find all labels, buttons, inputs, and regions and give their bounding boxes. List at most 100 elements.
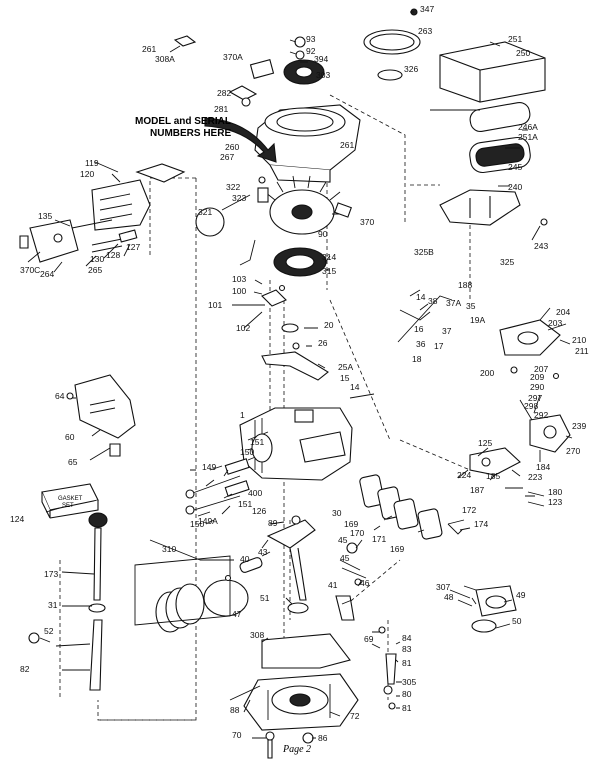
part-number-label: 127 — [126, 242, 140, 252]
part-number-label: 325B — [414, 247, 434, 257]
part-number-label: 150 — [190, 519, 204, 529]
part-number-label: 169 — [344, 519, 358, 529]
part-number-label: 88 — [230, 705, 240, 715]
part-number-label: 326 — [404, 64, 418, 74]
part-number-label: 370 — [360, 217, 374, 227]
parts-drawings — [19, 8, 571, 759]
part-number-label: 246A — [518, 122, 538, 132]
part-number-label: 124 — [10, 514, 24, 524]
part-number-label: 305 — [402, 677, 416, 687]
part-number-label: 35 — [466, 301, 476, 311]
part-number-label: 209 — [530, 372, 544, 382]
part-number-label: 150 — [240, 447, 254, 457]
part-number-label: 308A — [155, 54, 175, 64]
part-number-label: 282 — [217, 88, 231, 98]
part-number-label: 151 — [238, 499, 252, 509]
part-number-label: 38 — [428, 296, 438, 306]
part-number-label: 173 — [44, 569, 58, 579]
page-number: Page 2 — [282, 744, 311, 755]
part-number-label: 37 — [442, 326, 452, 336]
part-number-label: 394 — [314, 54, 328, 64]
part-number-label: 135 — [38, 211, 52, 221]
part-number-label: 123 — [548, 497, 562, 507]
model-serial-note-line2: NUMBERS HERE — [150, 128, 231, 139]
part-number-label: 265 — [88, 265, 102, 275]
part-number-label: 119 — [85, 158, 99, 168]
part-number-label: 14 — [416, 292, 426, 302]
part-number-label: 188 — [458, 280, 472, 290]
part-number-label: 250 — [516, 48, 530, 58]
part-number-label: 45 — [338, 535, 348, 545]
part-number-label: 64 — [55, 391, 65, 401]
part-number-label: 128 — [106, 250, 120, 260]
part-number-label: 267 — [220, 152, 234, 162]
part-number-label: 298 — [524, 401, 538, 411]
part-number-label: 174 — [474, 519, 488, 529]
part-number-label: 82 — [20, 664, 30, 674]
part-number-label: 130 — [90, 254, 104, 264]
part-number-label: 297 — [528, 393, 542, 403]
part-number-label: 37A — [446, 298, 461, 308]
part-number-label: 25A — [338, 362, 353, 372]
part-number-label: 36 — [416, 339, 426, 349]
part-number-label: 210 — [572, 335, 586, 345]
part-number-label: 264 — [40, 269, 54, 279]
part-number-label: 17 — [434, 341, 444, 351]
part-number-label: 75 — [0, 0, 10, 2]
part-number-label: 211 — [575, 346, 589, 356]
part-number-label: 40 — [240, 554, 250, 564]
part-number-label: 224 — [457, 470, 471, 480]
part-number-label: 169 — [390, 544, 404, 554]
part-number-label: 303 — [316, 70, 330, 80]
part-number-label: 171 — [372, 534, 386, 544]
part-number-label: 187 — [470, 485, 484, 495]
part-number-label: 101 — [208, 300, 222, 310]
part-number-label: 290 — [530, 382, 544, 392]
part-number-label: 120 — [80, 169, 94, 179]
part-number-label: 308 — [250, 630, 264, 640]
gasket-set-label-line2: SET — [62, 503, 74, 509]
part-number-label: 43 — [258, 547, 268, 557]
part-number-label: 92 — [306, 46, 316, 56]
part-number-label: 81 — [402, 703, 412, 713]
part-number-label: 1 — [240, 410, 245, 420]
part-number-label: 245 — [508, 162, 522, 172]
part-number-label: 19A — [470, 315, 485, 325]
part-number-label: 307 — [436, 582, 450, 592]
part-number-label: 60 — [65, 432, 75, 442]
part-number-label: 69 — [364, 634, 374, 644]
part-number-label: 50 — [512, 616, 522, 626]
part-number-label: 47 — [232, 609, 242, 619]
part-number-label: 26 — [318, 338, 328, 348]
part-number-label: 185 — [486, 471, 500, 481]
part-number-label: 322 — [226, 182, 240, 192]
part-number-label: 347 — [420, 4, 434, 14]
part-number-label: 261 — [142, 44, 156, 54]
part-number-label: 243 — [534, 241, 548, 251]
part-number-label: 46 — [360, 578, 370, 588]
part-number-label: 223 — [528, 472, 542, 482]
part-number-label: 125 — [478, 438, 492, 448]
part-number-label: 31 — [48, 600, 58, 610]
part-number-label: 149A — [198, 516, 218, 526]
part-number-label: 15 — [340, 373, 350, 383]
part-number-label: 261 — [340, 140, 354, 150]
part-number-label: 14 — [350, 382, 360, 392]
part-number-label: 251 — [508, 34, 522, 44]
part-number-label: 48 — [444, 592, 454, 602]
part-number-label: 400 — [248, 488, 262, 498]
part-number-label: 251A — [518, 132, 538, 142]
part-number-label: 321 — [198, 207, 212, 217]
part-number-label: 204 — [556, 307, 570, 317]
part-number-label: 51 — [260, 593, 270, 603]
part-number-label: 18 — [412, 354, 422, 364]
part-number-label: 184 — [536, 462, 550, 472]
gasket-set-label-line1: GASKET — [58, 496, 83, 502]
part-number-label: 172 — [462, 505, 476, 515]
part-number-label: 203 — [548, 318, 562, 328]
leader-lines — [27, 11, 573, 739]
part-number-label: 370C — [20, 265, 40, 275]
part-number-label: 270 — [566, 446, 580, 456]
part-number-label: 16 — [414, 324, 424, 334]
